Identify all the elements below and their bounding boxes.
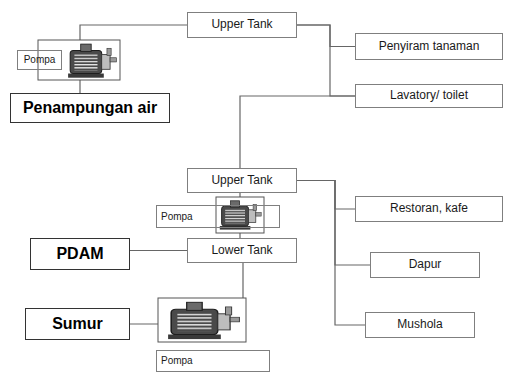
- node-text: Sumur: [52, 315, 103, 333]
- pipe-line: [240, 96, 355, 168]
- pump-label-box: Pompa: [156, 205, 280, 228]
- process-box: Lavatory/ toilet: [355, 84, 503, 108]
- process-box: Dapur: [370, 252, 480, 278]
- node-text: Upper Tank: [211, 174, 272, 188]
- node-text: Pompa: [161, 211, 193, 223]
- process-box: Restoran, kafe: [355, 196, 503, 222]
- pipe-line: [297, 181, 355, 210]
- pipe-line: [297, 25, 355, 96]
- node-text: Penampungan air: [23, 99, 157, 117]
- node-text: Lavatory/ toilet: [390, 89, 468, 103]
- node-text: Upper Tank: [211, 18, 272, 32]
- process-box: Upper Tank: [187, 12, 297, 38]
- process-box: Upper Tank: [187, 168, 297, 193]
- node-text: Restoran, kafe: [390, 202, 468, 216]
- pipe-line: [130, 250, 187, 251]
- process-box: Penyiram tanaman: [355, 33, 503, 60]
- node-text: Pompa: [161, 355, 193, 367]
- node-text: Pompa: [24, 54, 56, 66]
- pipe-line: [297, 181, 370, 266]
- node-text: Dapur: [409, 258, 442, 272]
- node-text: Penyiram tanaman: [379, 40, 480, 54]
- pump-label-box: Pompa: [17, 50, 62, 70]
- node-text: Mushola: [397, 318, 442, 332]
- source-box: PDAM: [30, 238, 130, 270]
- pump-label-box: Pompa: [156, 350, 270, 372]
- process-box: Mushola: [365, 312, 475, 338]
- process-box: Lower Tank: [187, 238, 297, 263]
- pump-icon: [68, 44, 116, 78]
- node-text: Lower Tank: [211, 244, 272, 258]
- pump-icon: [168, 302, 239, 339]
- pipe-line: [297, 25, 355, 47]
- source-box: Sumur: [25, 308, 130, 340]
- source-box: Penampungan air: [10, 93, 170, 123]
- node-text: PDAM: [56, 245, 103, 263]
- pump-frame: [158, 298, 246, 342]
